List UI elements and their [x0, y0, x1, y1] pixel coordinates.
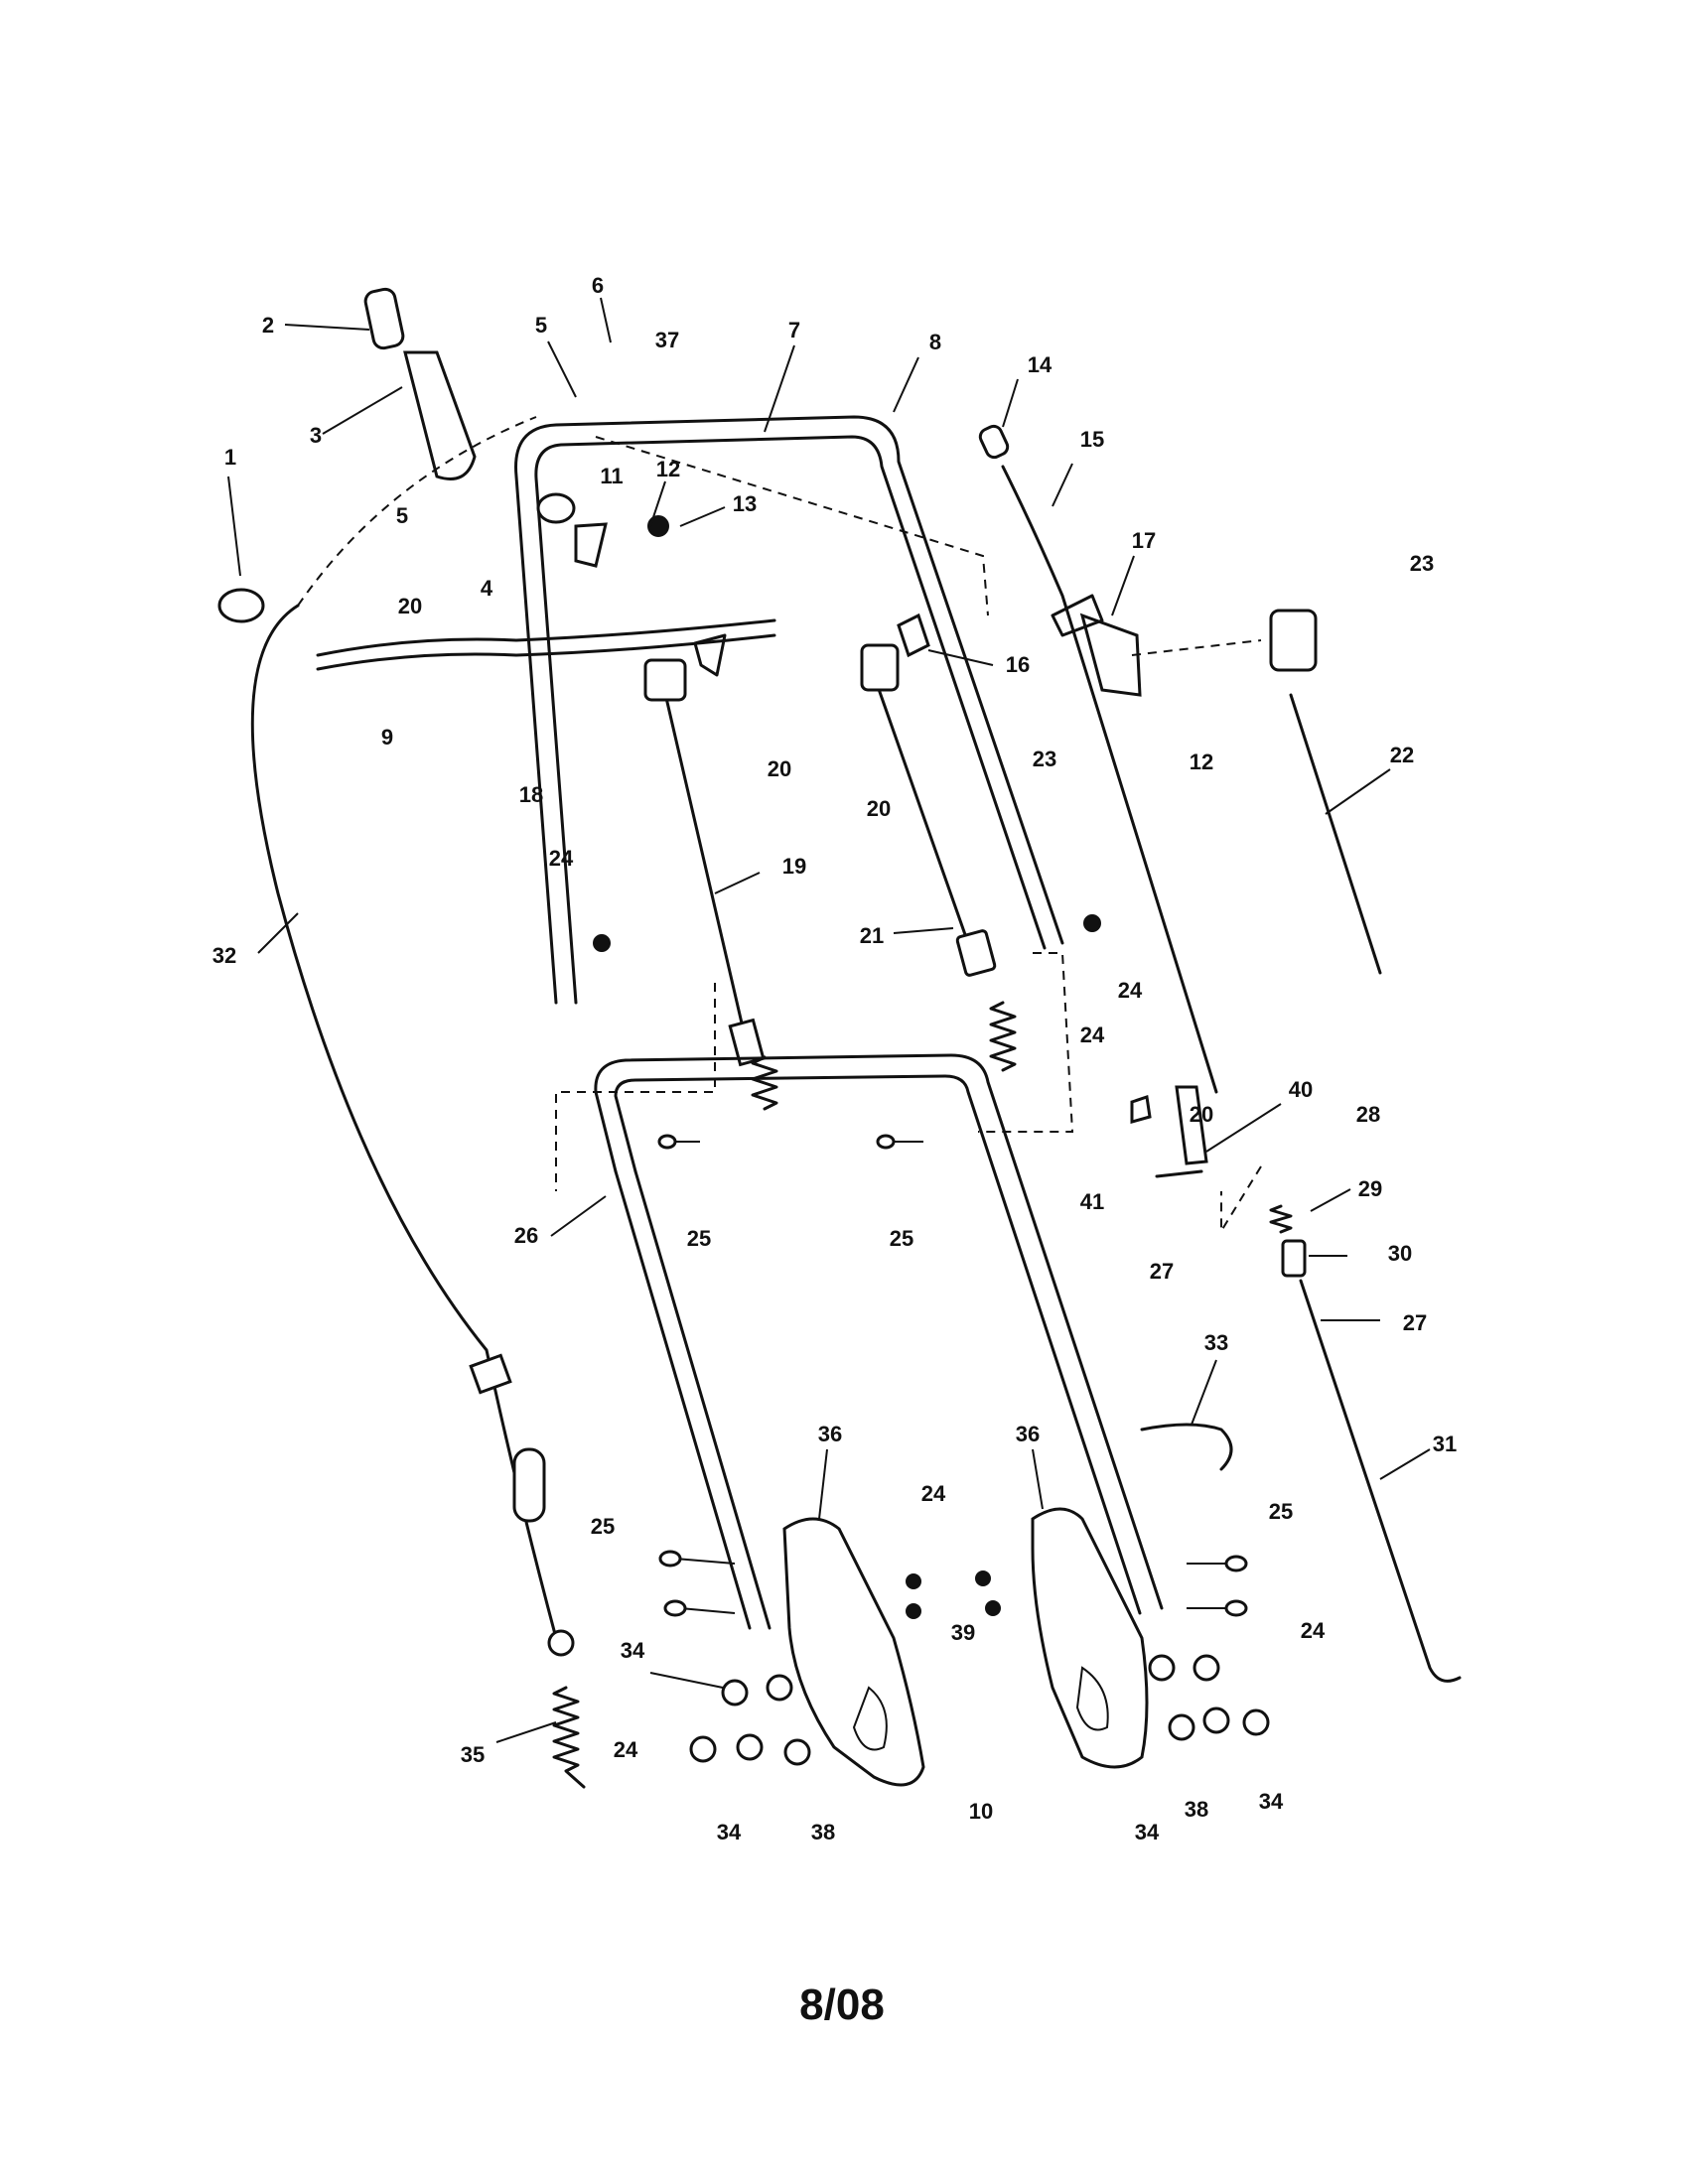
- callout-7: 7: [788, 318, 800, 342]
- callout-20: 20: [867, 796, 891, 821]
- callout-15: 15: [1080, 427, 1104, 452]
- callout-34: 34: [1135, 1820, 1160, 1844]
- callout-32: 32: [212, 943, 236, 968]
- callout-24: 24: [1118, 978, 1143, 1003]
- control-bar: [316, 618, 776, 657]
- callout-40: 40: [1289, 1077, 1313, 1102]
- callout-31: 31: [1433, 1432, 1457, 1456]
- spring: [552, 1686, 586, 1789]
- callout-24: 24: [614, 1737, 638, 1762]
- callout-26: 26: [514, 1223, 538, 1248]
- leader-lines: [227, 297, 1431, 1743]
- callout-25: 25: [890, 1226, 913, 1251]
- callout-27: 27: [1150, 1259, 1174, 1284]
- callout-4: 4: [481, 576, 493, 601]
- lower-handle: [594, 1053, 1164, 1610]
- callout-34: 34: [1259, 1789, 1284, 1814]
- callout-12: 12: [656, 457, 680, 481]
- callout-25: 25: [687, 1226, 711, 1251]
- callout-3: 3: [310, 423, 322, 448]
- callout-33: 33: [1204, 1330, 1228, 1355]
- callout-25: 25: [591, 1514, 615, 1539]
- callout-20: 20: [398, 594, 422, 618]
- callout-28: 28: [1356, 1102, 1380, 1127]
- callout-30: 30: [1388, 1241, 1412, 1266]
- callout-13: 13: [733, 491, 757, 516]
- callout-38: 38: [811, 1820, 835, 1844]
- callout-5: 5: [535, 313, 547, 338]
- callout-34: 34: [621, 1638, 645, 1663]
- callout-36: 36: [1016, 1422, 1040, 1446]
- callout-24: 24: [1301, 1618, 1326, 1643]
- callout-23: 23: [1410, 551, 1434, 576]
- callout-20: 20: [768, 756, 791, 781]
- side-bracket-left: [782, 1517, 925, 1787]
- callout-29: 29: [1358, 1176, 1382, 1201]
- callout-5: 5: [396, 503, 408, 528]
- revision-date: 8/08: [799, 1980, 885, 2029]
- cable: [250, 604, 558, 1640]
- callout-24: 24: [921, 1481, 946, 1506]
- side-bracket-right: [1031, 1507, 1149, 1769]
- callout-14: 14: [1028, 352, 1052, 377]
- callout-1: 1: [224, 445, 236, 470]
- callout-22: 22: [1390, 743, 1414, 767]
- callout-23: 23: [1033, 747, 1056, 771]
- callout-19: 19: [782, 854, 806, 879]
- callout-11: 11: [600, 464, 623, 488]
- callout-38: 38: [1185, 1797, 1208, 1822]
- callout-24: 24: [549, 846, 574, 871]
- callout-12: 12: [1190, 750, 1213, 774]
- callout-18: 18: [519, 782, 543, 807]
- callout-21: 21: [860, 923, 884, 948]
- callout-27: 27: [1403, 1310, 1427, 1335]
- callout-17: 17: [1132, 528, 1156, 553]
- callout-20: 20: [1190, 1102, 1213, 1127]
- callout-9: 9: [381, 725, 393, 750]
- callout-10: 10: [969, 1799, 993, 1824]
- callout-24: 24: [1080, 1023, 1105, 1047]
- callout-2: 2: [262, 313, 274, 338]
- callout-35: 35: [461, 1742, 485, 1767]
- callout-36: 36: [818, 1422, 842, 1446]
- callout-6: 6: [592, 273, 604, 298]
- callout-41: 41: [1080, 1189, 1104, 1214]
- upper-handle: [514, 415, 1064, 1005]
- callouts: 1 2 3 4 5 5 6 7 8 9 10 11 12 12 13 14 15…: [212, 273, 1457, 1844]
- handle-assembly-drawing: [217, 287, 1462, 1789]
- callout-16: 16: [1006, 652, 1030, 677]
- callout-39: 39: [951, 1620, 975, 1645]
- callout-37: 37: [655, 328, 679, 352]
- control-rod-left: [661, 683, 745, 1029]
- callout-25: 25: [1269, 1499, 1293, 1524]
- callout-34: 34: [717, 1820, 742, 1844]
- control-rod-right: [872, 673, 970, 945]
- callout-8: 8: [929, 330, 941, 354]
